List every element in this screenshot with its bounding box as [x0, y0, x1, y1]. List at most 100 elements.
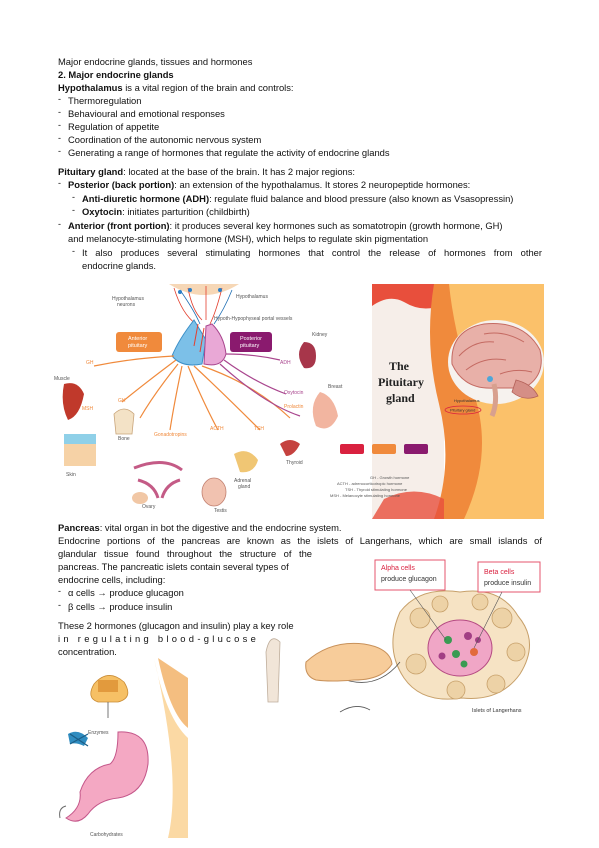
islets-caption: Islets of Langerhans: [472, 708, 522, 714]
list-item: It also produces several stimulating hor…: [72, 245, 542, 260]
label-adrenal-gland: gland: [238, 484, 250, 490]
label-muscle: Muscle: [54, 376, 70, 382]
pancreas-paragraph-line: These 2 hormones (glucagon and insulin) …: [58, 620, 294, 631]
beta-cells-box: [477, 561, 541, 593]
pituitary-gland-figure: The Pituitary gland GH - Growth hormone …: [54, 284, 544, 519]
hypothalamus-intro: Hypothalamus is a vital region of the br…: [58, 82, 294, 93]
alpha-cells-text: produce glucagon: [381, 576, 437, 583]
alpha-cells-box: [374, 559, 446, 591]
list-item: Anti-diuretic hormone (ADH): regulate fl…: [72, 191, 513, 206]
islet: [427, 619, 493, 677]
stomach-illustration: [65, 731, 149, 822]
beta-cells-text: produce insulin: [484, 580, 531, 587]
brain-label-pituitary: Pituitary gland: [450, 408, 475, 413]
figure-title-gland: gland: [386, 391, 415, 405]
thyroid-illustration: [280, 440, 300, 456]
label-hypothalamus: Hypothalamus: [236, 294, 268, 300]
list-item: Generating a range of hormones that regu…: [58, 145, 390, 160]
hypothalamus-shape: [169, 284, 239, 295]
ovary-illustration: [132, 492, 148, 504]
anterior-pituitary-shape: [171, 319, 207, 366]
kidney-illustration: [299, 342, 316, 369]
islet-cells: [438, 632, 481, 668]
list-item: β cells → produce insulin: [58, 599, 172, 614]
label-msh: MSH: [82, 406, 94, 412]
label-testis: Testis: [214, 508, 227, 514]
label-thyroid: Thyroid: [286, 460, 303, 466]
adrenal-illustration: [234, 451, 258, 473]
list-item: Regulation of appetite: [58, 119, 159, 134]
anterior-continuation: and melanocyte-stimulating hormone (MSH)…: [68, 233, 429, 244]
label-breast: Breast: [328, 384, 343, 390]
posterior-pituitary-tag: [230, 332, 272, 352]
legend-swatch-purple: [404, 444, 428, 454]
label-hypothalamus-neurons-2: neurons: [117, 302, 136, 308]
label-skin: Skin: [66, 472, 76, 478]
list-item: Coordination of the autonomic nervous sy…: [58, 132, 261, 147]
body-silhouette: [265, 638, 281, 703]
pancreas-paragraph-line: in regulating blood-glucose: [58, 633, 260, 644]
label-enzymes: Enzymes: [88, 730, 109, 736]
pancreas-intro: Pancreas: vital organ in bot the digesti…: [58, 522, 342, 533]
list-item: Thermoregulation: [58, 93, 142, 108]
label-carbohydrates: Carbohydrates: [90, 832, 123, 838]
digestive-figure: Enzymes Carbohydrates: [59, 658, 188, 838]
label-ovary: Ovary: [142, 504, 156, 510]
brain-label-hypothalamus: Hypothalamus: [454, 398, 480, 403]
pancreas-illustration: [305, 642, 393, 682]
brain-pituitary-marker: [487, 376, 493, 382]
section-heading: 2. Major endocrine glands: [58, 69, 174, 80]
label-tsh: TSH: [254, 426, 264, 432]
decorative-band: [154, 658, 188, 838]
document-title: Major endocrine glands, tissues and horm…: [58, 56, 253, 67]
legend-text: ACTH - adrenocorticotropic hormone: [337, 481, 403, 486]
label-oxytocin: Oxytocin: [284, 390, 304, 396]
also-continuation: endocrine glands.: [82, 260, 157, 271]
islets-figure: Alpha cells produce glucagon Beta cells …: [265, 559, 541, 714]
pancreas-paragraph-line: concentration.: [58, 646, 117, 657]
figure-title-the: The: [389, 359, 410, 373]
posterior-pituitary-shape: [203, 323, 227, 366]
posterior-hormone-arrows: [219, 353, 301, 417]
posterior-tag-label: Posterior: [240, 336, 262, 342]
anterior-pituitary-tag: [116, 332, 162, 352]
list-item: Posterior (back portion): an extension o…: [58, 177, 470, 192]
label-adh: ADH: [280, 360, 291, 366]
uterus-illustration: [133, 461, 183, 499]
testis-illustration: [201, 477, 227, 507]
label-adrenal: Adrenal: [234, 478, 251, 484]
legend-swatch-red: [340, 444, 364, 454]
legend-text: GH - Growth hormone: [370, 475, 410, 480]
pancreas-paragraph-line: endocrine cells, including:: [58, 574, 166, 585]
legend-swatch-orange: [372, 444, 396, 454]
alpha-cells-label: Alpha cells: [381, 565, 415, 572]
label-gh-muscle: GH: [86, 360, 94, 366]
label-portal-vessels: Hypoth-Hypophyseal portal vessels: [214, 316, 293, 322]
label-gh-bone: GH: [118, 398, 126, 404]
label-bone: Bone: [118, 436, 130, 442]
bone-illustration: [113, 408, 135, 435]
list-item: Anterior (front portion): it produces se…: [58, 218, 503, 233]
breast-illustration: [312, 392, 338, 429]
pancreas-paragraph-line: glandular tissue found throughout the st…: [58, 548, 312, 559]
pancreas-paragraph-line: pancreas. The pancreatic islets contain …: [58, 561, 289, 572]
pituitary-intro: Pituitary gland: located at the base of …: [58, 166, 356, 177]
pancreas-paragraph-line: Endocrine portions of the pancreas are k…: [58, 535, 542, 546]
label-hypothalamus-neurons: Hypothalamus: [112, 296, 144, 302]
beta-cells-label: Beta cells: [484, 569, 515, 576]
figure-title-pituitary: Pituitary: [378, 375, 424, 389]
posterior-tag-label-2: pituitary: [240, 343, 260, 349]
label-acth: ACTH: [210, 426, 224, 432]
legend-text: TSH - Thyroid stimulating hormone: [345, 487, 408, 492]
list-item: α cells → produce glucagon: [58, 585, 184, 600]
anterior-tag-label-2: pituitary: [128, 343, 148, 349]
legend-text: MSH - Melanocyte stimulating hormone: [330, 493, 401, 498]
anterior-hormone-arrows: [93, 355, 291, 431]
list-item: Oxytocin: initiates parturition (childbi…: [72, 204, 250, 219]
muscle-illustration: [62, 383, 84, 420]
label-kidney: Kidney: [312, 332, 328, 338]
label-gonadotropins: Gonadotropins: [154, 432, 187, 438]
label-prolactin: Prolactin: [284, 404, 304, 410]
anterior-tag-label: Anterior: [128, 336, 147, 342]
list-item: Behavioural and emotional responses: [58, 106, 225, 121]
